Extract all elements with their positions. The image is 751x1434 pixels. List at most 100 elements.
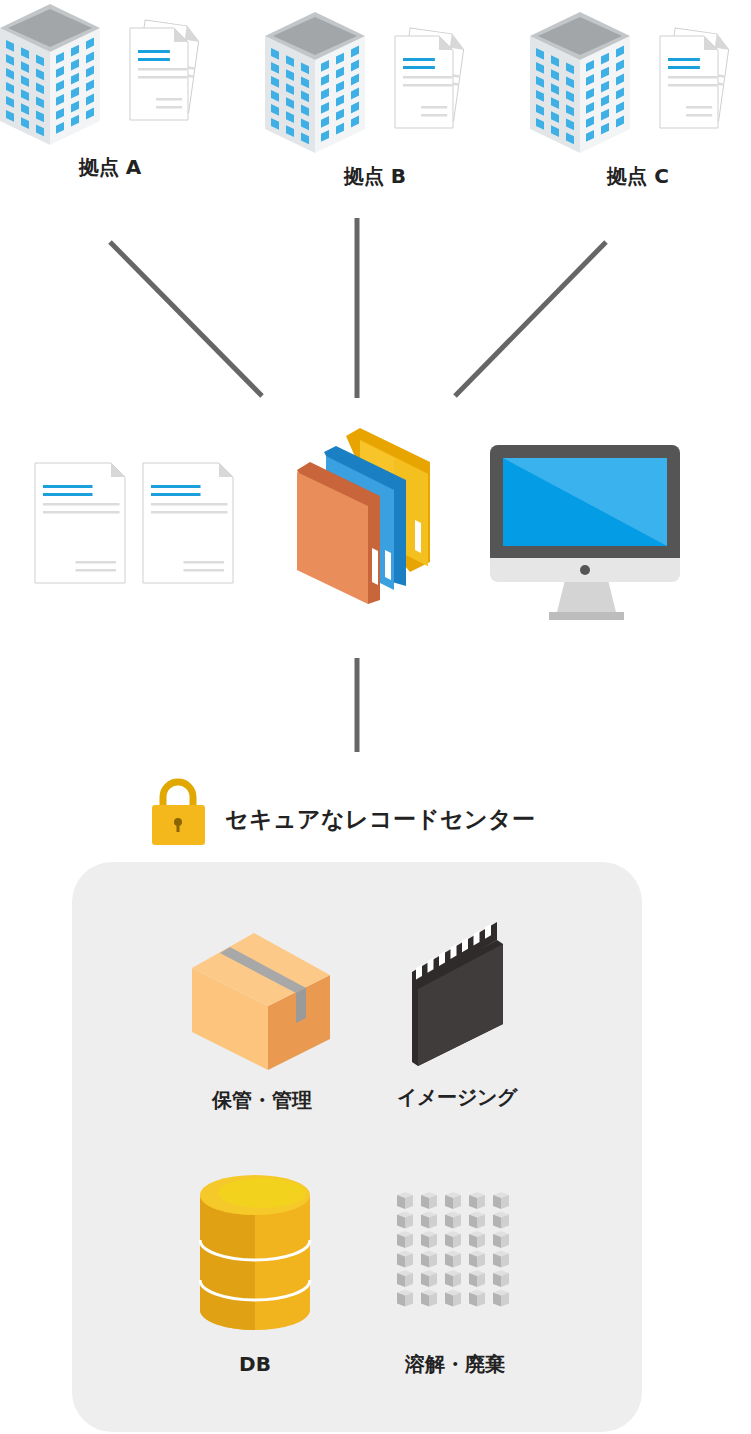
window	[36, 82, 44, 94]
cube-left	[493, 1273, 501, 1287]
window	[6, 54, 14, 66]
monitor-body	[490, 445, 680, 582]
cube-right	[453, 1195, 461, 1209]
window	[566, 90, 574, 102]
window	[351, 46, 359, 58]
text-line	[43, 493, 93, 496]
window	[336, 53, 344, 65]
monitor-frame	[490, 445, 680, 558]
cube-left	[397, 1215, 405, 1229]
paper-outline	[143, 463, 233, 583]
cube-right	[405, 1215, 413, 1229]
paper	[660, 36, 718, 128]
service-item: イメージング	[368, 915, 546, 1115]
text-line	[151, 503, 228, 506]
window	[586, 74, 594, 86]
clapper-stripe	[439, 951, 445, 966]
cube-right	[453, 1234, 461, 1248]
window	[56, 80, 64, 92]
paper-fold	[715, 34, 731, 50]
document-icon	[130, 20, 201, 120]
building-roof	[265, 12, 365, 60]
window	[286, 97, 294, 109]
window	[271, 48, 279, 60]
window	[351, 74, 359, 86]
window	[566, 104, 574, 116]
text-line	[76, 561, 117, 564]
cube-left	[469, 1273, 477, 1287]
node-label: DB	[166, 1352, 344, 1376]
cube-right	[405, 1273, 413, 1287]
cube-left	[421, 1234, 429, 1248]
window	[336, 123, 344, 135]
paper	[130, 28, 188, 120]
window	[566, 76, 574, 88]
window	[586, 116, 594, 128]
text-line	[403, 66, 435, 69]
window	[56, 66, 64, 78]
window	[551, 97, 559, 109]
window	[336, 95, 344, 107]
text-line	[151, 485, 201, 488]
text-line	[151, 511, 228, 514]
node-label: 拠点 B	[256, 164, 494, 188]
paper-fold	[111, 463, 125, 477]
text-line	[184, 569, 225, 572]
cube-left	[469, 1215, 477, 1229]
cube-left	[493, 1254, 501, 1268]
window	[566, 118, 574, 130]
paper	[395, 36, 453, 128]
paper-fold	[174, 28, 188, 42]
link-line	[455, 242, 606, 396]
window	[321, 60, 329, 72]
cube-left	[469, 1234, 477, 1248]
binder-label	[415, 520, 421, 553]
lock-icon	[152, 782, 205, 845]
cube-right	[477, 1215, 485, 1229]
building-roof-inner	[538, 17, 622, 55]
clapper-stripe	[485, 924, 491, 939]
window	[601, 109, 609, 121]
window	[286, 111, 294, 123]
window	[36, 110, 44, 122]
text-line	[43, 511, 120, 514]
paper-fold	[704, 36, 718, 50]
panel-heading: セキュアなレコードセンター	[225, 806, 535, 834]
db-body	[200, 1195, 310, 1330]
cube-left	[397, 1254, 405, 1268]
cube-left	[493, 1234, 501, 1248]
window	[86, 52, 94, 64]
window	[566, 132, 574, 144]
window	[301, 90, 309, 102]
window	[21, 75, 29, 87]
window	[586, 60, 594, 72]
cube-right	[429, 1195, 437, 1209]
db-ring	[200, 1240, 310, 1260]
cube-left	[397, 1293, 405, 1307]
cube-right	[405, 1293, 413, 1307]
window	[321, 102, 329, 114]
box-icon	[192, 933, 330, 1070]
window	[286, 55, 294, 67]
cube-right	[501, 1254, 509, 1268]
box-top	[192, 933, 330, 1006]
window	[301, 76, 309, 88]
paper	[35, 463, 125, 583]
building-roof-inner	[273, 17, 357, 55]
clapper-stripe	[428, 958, 434, 973]
text-line	[138, 68, 187, 71]
text-line	[151, 493, 201, 496]
text-line	[156, 106, 182, 109]
service-item: DB	[166, 1170, 344, 1382]
cube-left	[445, 1254, 453, 1268]
clapper-bar	[412, 922, 497, 988]
window	[551, 69, 559, 81]
document-icon	[395, 28, 466, 128]
node-label: 拠点 A	[0, 155, 224, 179]
site-node: 拠点 A	[0, 0, 224, 190]
window	[271, 118, 279, 130]
window	[71, 45, 79, 57]
binder-orange-back	[297, 462, 380, 604]
cube-left	[493, 1195, 501, 1209]
